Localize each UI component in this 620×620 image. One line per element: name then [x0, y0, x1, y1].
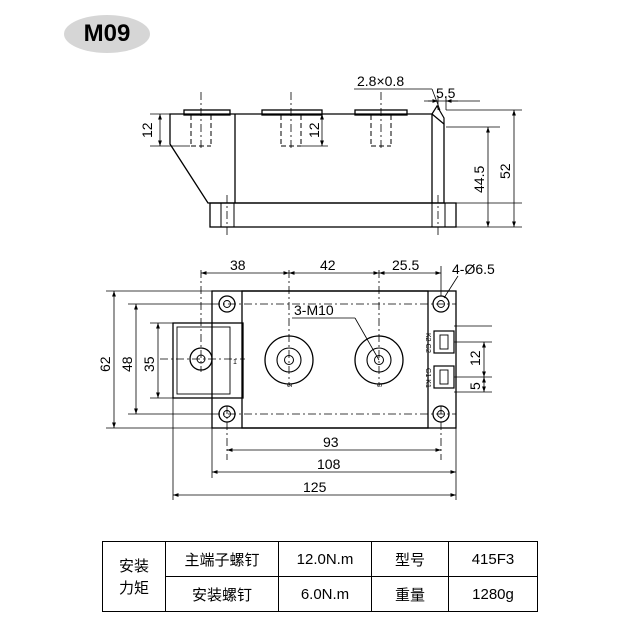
- dim-gate-12: 12: [467, 350, 483, 366]
- spec-row: 安装 力矩 主端子螺钉 12.0N.m 型号 415F3: [102, 541, 538, 612]
- dim-stud-left: 12: [139, 122, 155, 138]
- spec-prop: 型号: [371, 541, 449, 577]
- side-base-foot-right: [431, 202, 446, 228]
- dim-93: 93: [323, 434, 339, 450]
- spec-prop: 重量: [371, 576, 449, 612]
- dim-48: 48: [119, 356, 135, 372]
- dim-offset: 5.5: [436, 85, 456, 101]
- dim-stud-mid: 12: [306, 122, 322, 138]
- side-stud-1: [183, 109, 231, 116]
- gate-label-upper: K2 G2: [424, 333, 431, 353]
- dim-height-total: 52: [497, 163, 513, 179]
- torque-label-cell: 安装 力矩: [102, 541, 166, 612]
- top-view: [106, 266, 492, 500]
- dim-height-inner: 44.5: [471, 166, 487, 193]
- spec-value: 12.0N.m: [278, 541, 372, 577]
- dim-125: 125: [303, 479, 327, 495]
- top-base-plate: [211, 290, 457, 429]
- gate-label-lower: G1 K1: [424, 368, 431, 388]
- dim-38: 38: [230, 257, 246, 273]
- torque-label-line1: 安装: [118, 556, 149, 575]
- top-terminal-inner: [176, 326, 231, 395]
- spec-prop-value: 415F3: [448, 541, 538, 577]
- top-body: [241, 290, 429, 429]
- model-badge: M09: [64, 15, 150, 53]
- model-label: M09: [83, 20, 131, 47]
- side-base-plate: [209, 202, 457, 228]
- spec-label: 主端子螺钉: [165, 541, 279, 577]
- main-terminal-2: [264, 335, 314, 385]
- torque-label-line2: 力矩: [118, 578, 149, 597]
- dim-108: 108: [317, 456, 341, 472]
- dim-pin: 2.8×0.8: [357, 73, 404, 89]
- dim-25-5: 25.5: [392, 257, 419, 273]
- dim-holes: 4-Ø6.5: [452, 261, 495, 277]
- terminal-number-2: 2: [287, 383, 294, 387]
- gate-connector-lower: [433, 365, 455, 389]
- terminal-number-3: 3: [377, 383, 384, 387]
- dim-62: 62: [97, 356, 113, 372]
- spec-label: 安装螺钉: [165, 576, 279, 612]
- gate-connector-upper: [433, 330, 455, 354]
- side-base-foot-left: [220, 202, 235, 228]
- dim-42: 42: [320, 257, 336, 273]
- side-view: [150, 88, 522, 238]
- spec-prop-value: 1280g: [448, 576, 538, 612]
- dim-35: 35: [141, 356, 157, 372]
- dim-threads: 3-M10: [294, 302, 334, 318]
- dim-gate-5: 5: [467, 382, 483, 390]
- spec-row: 安装螺钉 6.0N.m 重量 1280g: [103, 576, 538, 612]
- spec-table: 安装 力矩 主端子螺钉 12.0N.m 型号 415F3 安装螺钉 6.0N.m…: [102, 541, 538, 612]
- spec-value: 6.0N.m: [278, 576, 372, 612]
- terminal-number-1: 1: [233, 359, 237, 366]
- side-stud-2: [261, 109, 323, 116]
- top-terminal-block: [172, 322, 244, 399]
